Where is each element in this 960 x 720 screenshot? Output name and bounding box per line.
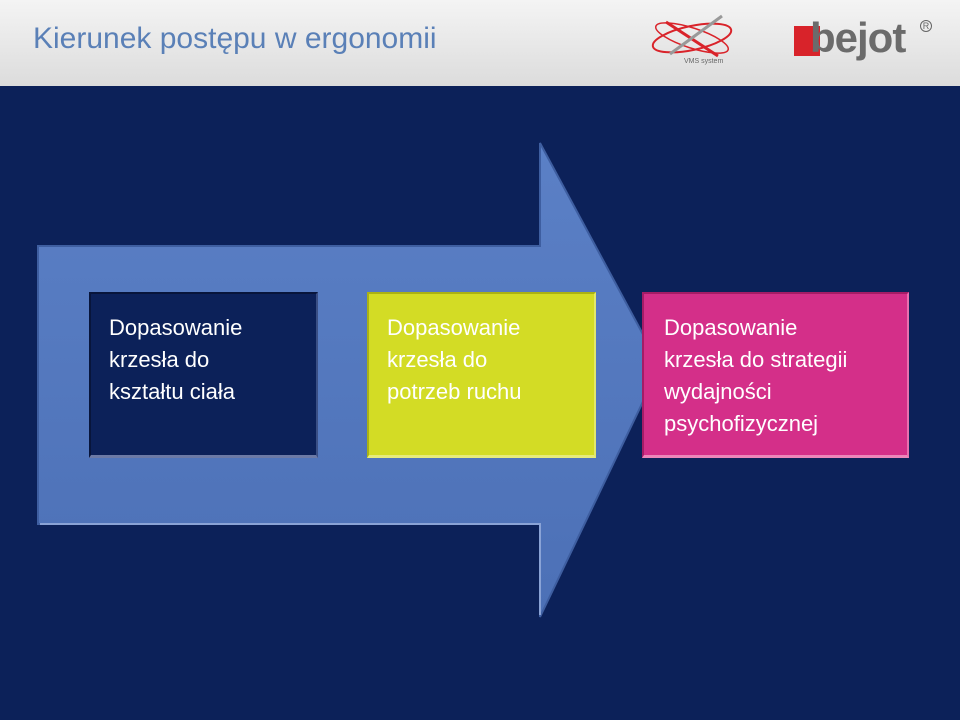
process-arrow (37, 142, 662, 618)
bejot-logo: bejot R (790, 14, 938, 70)
header-bar: Kierunek postępu w ergonomii VMS system … (0, 0, 960, 86)
vms-logo-caption: VMS system (684, 58, 724, 65)
bejot-logo-mark (794, 26, 820, 56)
step-box-movement-text: Dopasowanie krzesła do potrzeb ruchu (387, 315, 522, 404)
bejot-logo-text: bejot (810, 14, 906, 61)
step-box-shape: Dopasowanie krzesła do kształtu ciała (89, 292, 318, 458)
slide-title: Kierunek postępu w ergonomii (33, 22, 437, 55)
step-box-movement: Dopasowanie krzesła do potrzeb ruchu (367, 292, 596, 458)
step-box-strategy: Dopasowanie krzesła do strategii wydajno… (642, 292, 909, 458)
vms-logo (651, 14, 733, 58)
registered-mark-icon: R (920, 20, 932, 32)
step-box-strategy-text: Dopasowanie krzesła do strategii wydajno… (664, 315, 848, 436)
step-box-shape-text: Dopasowanie krzesła do kształtu ciała (109, 315, 243, 404)
